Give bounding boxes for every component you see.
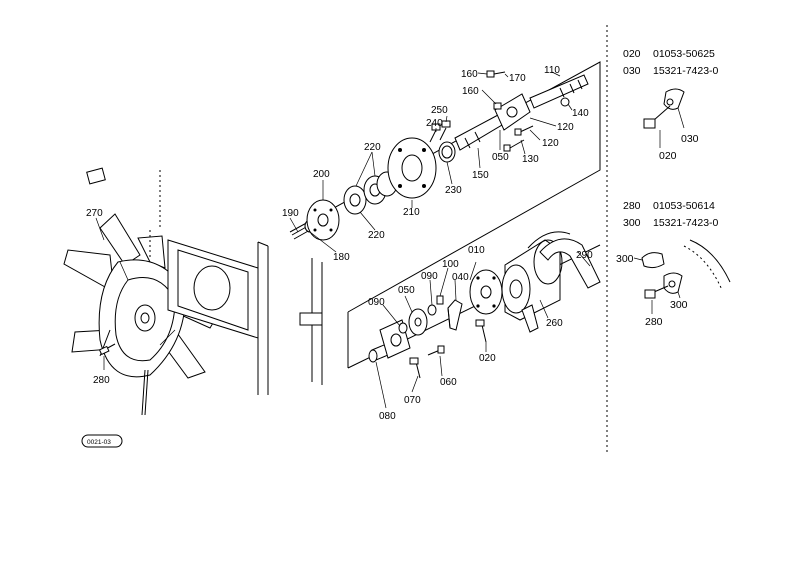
callout-110: 110: [544, 65, 560, 76]
callout-260: 260: [546, 318, 563, 329]
stamp-label: 0021-03: [87, 439, 111, 446]
callout-200: 200: [313, 169, 330, 180]
leader-lines: [95, 71, 591, 409]
callout-020: 020: [479, 353, 496, 364]
stamp: 0021-03: [81, 434, 123, 448]
callout-080: 080: [379, 411, 396, 422]
callout-220b: 220: [368, 230, 385, 241]
detail-label-300b: 300: [670, 299, 688, 311]
parts-ref-020: 020: [623, 48, 641, 60]
callout-140: 140: [572, 108, 589, 119]
callout-100: 100: [442, 259, 459, 270]
callout-labels: 270 280 190 200 180 220 220 210 230 240 …: [86, 65, 593, 422]
callout-050-lower: 050: [398, 285, 415, 296]
detail-group1: [643, 88, 685, 148]
parts-ref-300: 300: [623, 217, 641, 229]
callout-240: 240: [426, 118, 443, 129]
callout-230: 230: [445, 185, 462, 196]
parts-ref-280: 280: [623, 200, 641, 212]
detail-group2: [633, 239, 731, 314]
fan-assembly: [63, 167, 217, 416]
callout-270: 270: [86, 208, 103, 219]
callout-090-lower: 090: [368, 297, 385, 308]
callout-220a: 220: [364, 142, 381, 153]
callout-290: 290: [576, 250, 593, 261]
callout-010: 010: [468, 245, 485, 256]
callout-120a: 120: [542, 138, 559, 149]
callout-060: 060: [440, 377, 457, 388]
detail-label-300a: 300: [616, 253, 634, 265]
callout-250: 250: [431, 105, 448, 116]
callout-180: 180: [333, 252, 350, 263]
callout-210: 210: [403, 207, 420, 218]
shroud-plate: [149, 170, 323, 395]
detail-label-020: 020: [659, 150, 677, 162]
callout-280: 280: [93, 375, 110, 386]
parts-number-020: 01053-50625: [653, 48, 715, 60]
detail-label-030: 030: [681, 133, 699, 145]
callout-050-upper: 050: [492, 152, 509, 163]
callout-170: 170: [509, 73, 526, 84]
parts-number-030: 15321-7423-0: [653, 65, 719, 77]
parts-ref-030: 030: [623, 65, 641, 77]
detail-label-280: 280: [645, 316, 663, 328]
callout-150: 150: [472, 170, 489, 181]
callout-040: 040: [452, 272, 469, 283]
lower-pump-assembly: [347, 231, 601, 379]
callout-090-upper: 090: [421, 271, 438, 282]
callout-070: 070: [404, 395, 421, 406]
callout-190: 190: [282, 208, 299, 219]
parts-number-300: 15321-7423-0: [653, 217, 719, 229]
callout-160b: 160: [462, 86, 479, 97]
callout-130: 130: [522, 154, 539, 165]
parts-list: 020 01053-50625 030 15321-7423-0 020 030…: [616, 48, 731, 328]
callout-120b: 120: [557, 122, 574, 133]
callout-160a: 160: [461, 69, 478, 80]
parts-number-280: 01053-50614: [653, 200, 715, 212]
upper-shaft-assembly: [289, 61, 601, 368]
